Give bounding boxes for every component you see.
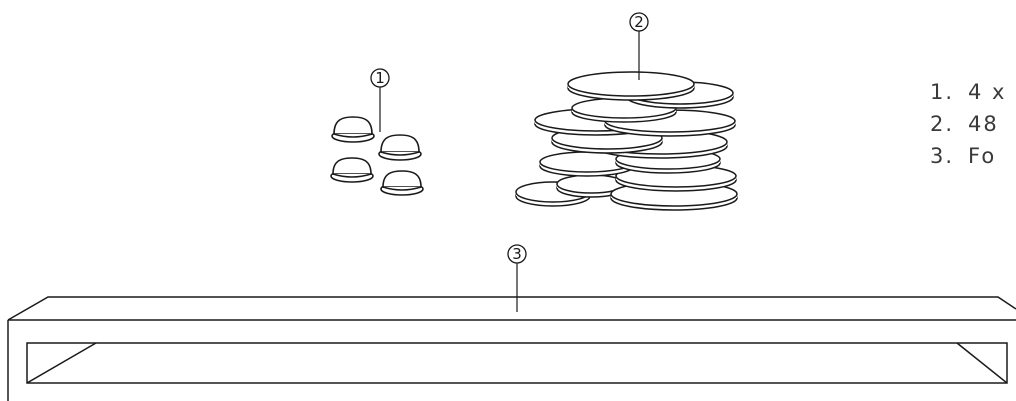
stand-front-cutout (26, 342, 1008, 384)
bumper-feet-illustration (330, 116, 424, 196)
legend-item: 1. 4 x (930, 76, 1006, 108)
callout-1: 1 (370, 68, 390, 132)
adhesive-pads-illustration (515, 71, 738, 211)
svg-text:3: 3 (512, 245, 522, 263)
legend-text: 48 (968, 112, 999, 136)
callout-3: 3 (507, 244, 527, 312)
legend-text: Fo (968, 144, 997, 168)
adhesive-pad (539, 151, 635, 177)
legend-number: 3. (930, 144, 955, 168)
bumper-foot (378, 134, 422, 161)
svg-text:1: 1 (375, 69, 385, 87)
legend-number: 2. (930, 112, 955, 136)
stand-top-surface (7, 296, 1016, 321)
parts-legend: 1.4 x 2.48 3.Fo (930, 76, 1006, 172)
bumper-foot (330, 157, 374, 183)
legend-item: 2.48 (930, 108, 1006, 140)
stand-cutout-bevel-right (956, 342, 1008, 384)
svg-text:2: 2 (634, 13, 644, 31)
legend-text: 4 x (968, 80, 1007, 104)
legend-number: 1. (930, 80, 955, 104)
bumper-foot (331, 116, 375, 143)
monitor-stand-illustration (7, 296, 1016, 401)
legend-item: 3. Fo (930, 140, 1006, 172)
bumper-foot (380, 170, 424, 196)
callout-2: 2 (629, 12, 649, 80)
stand-cutout-bevel-left (26, 342, 97, 384)
adhesive-pad (567, 71, 695, 101)
adhesive-pad (556, 174, 626, 198)
